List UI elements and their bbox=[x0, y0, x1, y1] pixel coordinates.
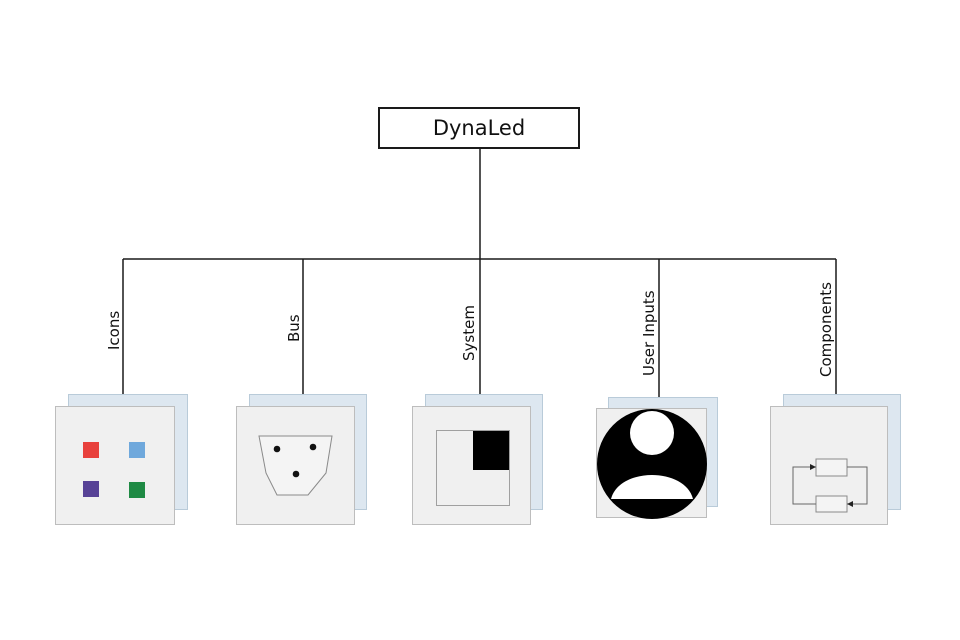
branch-label-user-inputs: User Inputs bbox=[640, 290, 658, 376]
green-square-icon bbox=[129, 482, 145, 498]
branch-label-components: Components bbox=[817, 282, 835, 377]
components-card bbox=[770, 406, 888, 525]
bus-card bbox=[236, 406, 355, 525]
branch-label-system: System bbox=[460, 305, 478, 361]
system-block-icon bbox=[473, 431, 509, 470]
purple-square-icon bbox=[83, 481, 99, 497]
system-window-icon bbox=[436, 430, 510, 506]
branch-label-icons: Icons bbox=[105, 310, 123, 350]
root-node: DynaLed bbox=[378, 107, 580, 149]
icons-card bbox=[55, 406, 175, 525]
root-label: DynaLed bbox=[432, 116, 526, 140]
red-square-icon bbox=[83, 442, 99, 458]
bus-connector-icon bbox=[258, 435, 333, 496]
blue-square-icon bbox=[129, 442, 145, 458]
user-avatar-icon bbox=[597, 409, 707, 519]
component-loop-icon bbox=[792, 458, 868, 513]
system-card bbox=[412, 406, 531, 525]
branch-label-bus: Bus bbox=[285, 314, 303, 342]
user-inputs-card bbox=[596, 408, 707, 519]
